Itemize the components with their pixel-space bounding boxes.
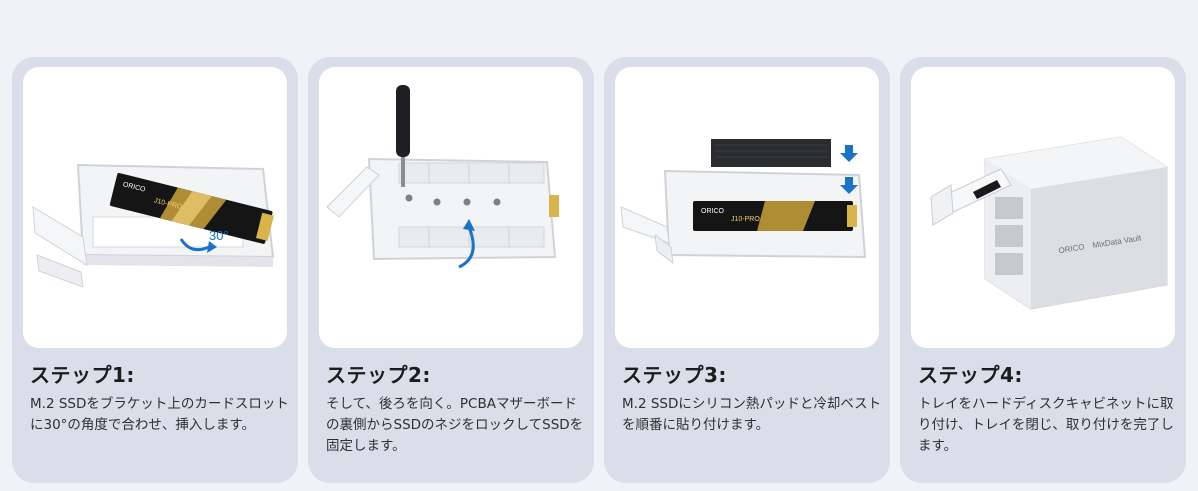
step-4-title: ステップ4: [918,363,1023,387]
step-2-description: そして、後ろを向く。PCBAマザーボードの裏側からSSDのネジをロックしてSSD… [326,396,584,454]
step-3-illustration: ORICO J10-PRO [615,67,879,348]
step-2-title: ステップ2: [326,363,431,387]
step-4-description: トレイをハードディスクキャビネットに取り付け、トレイを閉じ、取り付けを完了します… [918,396,1174,454]
angle-label: 30° [209,228,229,243]
step-card-4: ORICO MixData Vault ステップ4: トレイをハードディスクキャ… [900,57,1186,483]
ssd-model-label-3: J10-PRO [731,216,760,223]
enclosure-image: ORICO MixData Vault [930,136,1168,310]
step-card-2: ステップ2: そして、後ろを向く。PCBAマザーボードの裏側からSSDのネジをロ… [308,57,594,483]
step-1-title: ステップ1: [30,363,135,387]
ssd-insert-image: ORICO J10-PRO 30° [32,163,275,288]
step-1-illustration: ORICO J10-PRO 30° [23,67,287,348]
step-3-description: M.2 SSDにシリコン熱パッドと冷却ベストを順番に貼り付けます。 [622,396,882,433]
step-4-illustration: ORICO MixData Vault [911,67,1175,348]
ssd-brand-label-3: ORICO [701,208,725,215]
enclosure-brand-label: ORICO [1058,242,1085,255]
step-2-illustration [319,67,583,348]
step-card-3: ORICO J10-PRO ステップ3: M.2 SSDにシリコン熱パッドと冷却… [604,57,890,483]
thermal-pad-image: ORICO J10-PRO [620,139,867,265]
step-1-description: M.2 SSDをブラケット上のカードスロットに30°の角度で合わせ、挿入します。 [30,396,289,433]
step-3-title: ステップ3: [622,363,727,387]
step-card-1: ORICO J10-PRO 30° ステップ1: M.2 SSDをブラケット上の… [12,57,298,483]
screw-lock-image [326,85,559,269]
steps-row: ORICO J10-PRO 30° ステップ1: M.2 SSDをブラケット上の… [12,57,1188,483]
